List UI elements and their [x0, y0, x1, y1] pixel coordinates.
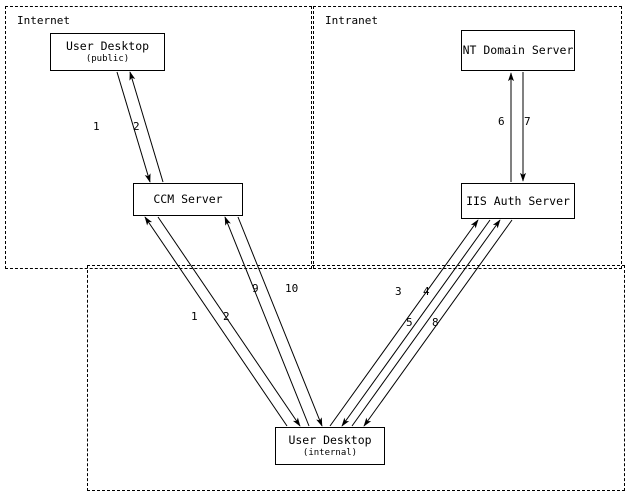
- node-title: User Desktop: [288, 433, 372, 448]
- node-user-desktop-public[interactable]: User Desktop (public): [50, 33, 165, 71]
- node-title: CCM Server: [153, 192, 223, 207]
- node-subtitle: (internal): [302, 447, 358, 458]
- edge-arrow-4: [341, 219, 491, 427]
- node-nt-domain-server[interactable]: NT Domain Server: [461, 30, 575, 71]
- zone-intranet: [313, 6, 622, 269]
- edge-arrow-2: [129, 71, 164, 183]
- edge-arrow-2: [157, 216, 301, 427]
- edge-label-e4: 4: [423, 285, 430, 298]
- edge-arrow-5: [351, 219, 501, 427]
- node-iis-auth-server[interactable]: IIS Auth Server: [461, 183, 575, 219]
- edge-label-e1b: 1: [191, 310, 198, 323]
- edge-arrow-9: [224, 216, 310, 427]
- edge-label-e9: 9: [252, 282, 259, 295]
- edge-label-e2b: 2: [223, 310, 230, 323]
- zone-internet: [5, 6, 312, 269]
- edge-arrow-8: [363, 219, 513, 427]
- node-ccm-server[interactable]: CCM Server: [133, 183, 243, 216]
- node-title: IIS Auth Server: [466, 193, 570, 208]
- node-title: User Desktop: [65, 39, 150, 54]
- zone-intranet-label: Intranet: [325, 14, 378, 27]
- edge-label-e10: 10: [285, 282, 299, 295]
- edge-arrow-3: [329, 219, 479, 427]
- edge-arrow-1: [116, 71, 151, 183]
- edge-label-e8: 8: [432, 316, 439, 329]
- edge-label-e6: 6: [498, 115, 505, 128]
- edge-label-e5: 5: [406, 316, 413, 329]
- edge-label-e1: 1: [93, 120, 100, 133]
- edge-label-e2: 2: [133, 120, 140, 133]
- node-user-desktop-internal[interactable]: User Desktop (internal): [275, 427, 385, 465]
- edge-label-e7: 7: [524, 115, 531, 128]
- edge-label-e3: 3: [395, 285, 402, 298]
- zone-internet-label: Internet: [17, 14, 70, 27]
- node-subtitle: (public): [85, 53, 130, 64]
- zone-internal-network: [87, 265, 625, 491]
- edge-arrow-1: [144, 216, 288, 427]
- node-title: NT Domain Server: [462, 43, 574, 58]
- edge-arrow-10: [237, 216, 323, 427]
